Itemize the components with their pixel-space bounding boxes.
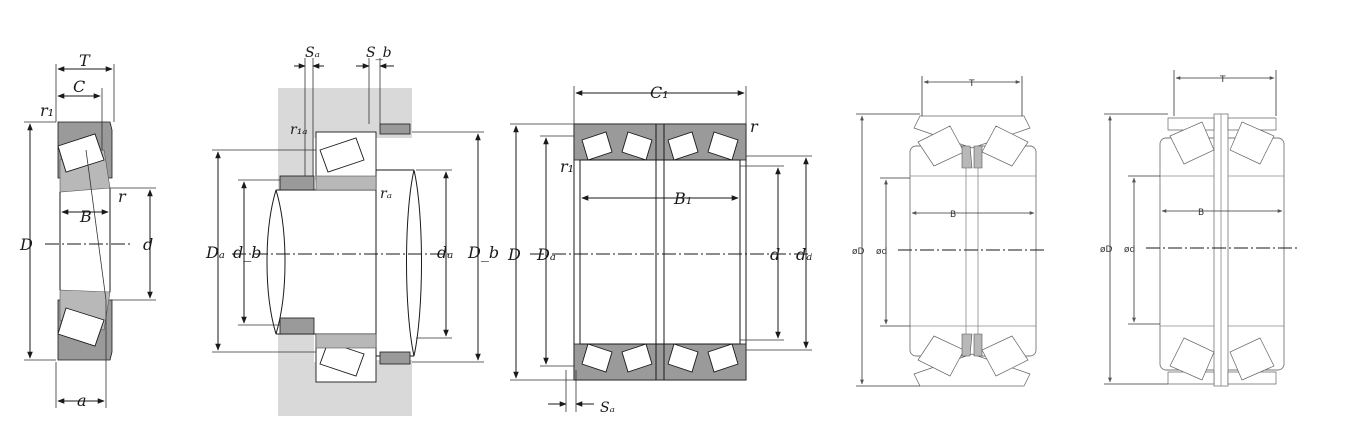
label-T: T (1219, 75, 1226, 85)
label-B: B (950, 210, 956, 220)
label-phiD: øD (852, 247, 865, 257)
label-T: T (968, 79, 975, 89)
figure-four-row: C₁ r r₁ B₁ D Dₐ d dₐ Sₐ (507, 83, 812, 416)
label-a: a (77, 391, 87, 410)
label-phid: ød (1124, 245, 1135, 255)
label-T: T (79, 51, 91, 70)
label-d: d (770, 245, 780, 264)
label-phid: ød (876, 247, 887, 257)
roller-bottom (57, 307, 105, 347)
label-r1a: r₁ₐ (290, 122, 308, 138)
label-B1: B₁ (673, 189, 692, 208)
label-Sa: Sₐ (600, 400, 615, 416)
label-r: r (118, 187, 127, 206)
figure-single-row: T C r₁ r B D d a (19, 51, 156, 410)
label-C: C (73, 77, 85, 96)
label-r1: r₁ (560, 157, 574, 176)
label-Db: D_b (467, 243, 499, 262)
label-B: B (79, 207, 92, 226)
label-da: dₐ (796, 245, 812, 264)
label-r1: r₁ (40, 101, 54, 120)
label-d: d (143, 235, 153, 254)
figure-double-row-a: T B øD ød (852, 76, 1046, 387)
label-Sb: S_b (366, 45, 392, 61)
label-ra: rₐ (380, 186, 392, 202)
label-D: D (19, 235, 33, 254)
label-C1: C₁ (650, 83, 669, 102)
roller-top (57, 133, 105, 173)
figure-double-row-b: T B øD ød (1100, 70, 1300, 387)
label-Da: Dₐ (205, 243, 225, 262)
figure-mounting-dimensions: Sₐ S_b r₁ₐ rₐ Dₐ d_b dₐ D_b (205, 45, 499, 416)
label-Sa: Sₐ (305, 45, 320, 61)
label-B: B (1198, 208, 1204, 218)
label-da: dₐ (437, 243, 453, 262)
label-Da: Dₐ (536, 245, 556, 264)
label-r: r (750, 117, 759, 136)
label-db: d_b (233, 243, 261, 262)
label-D: D (507, 245, 521, 264)
label-phiD: øD (1100, 245, 1113, 255)
